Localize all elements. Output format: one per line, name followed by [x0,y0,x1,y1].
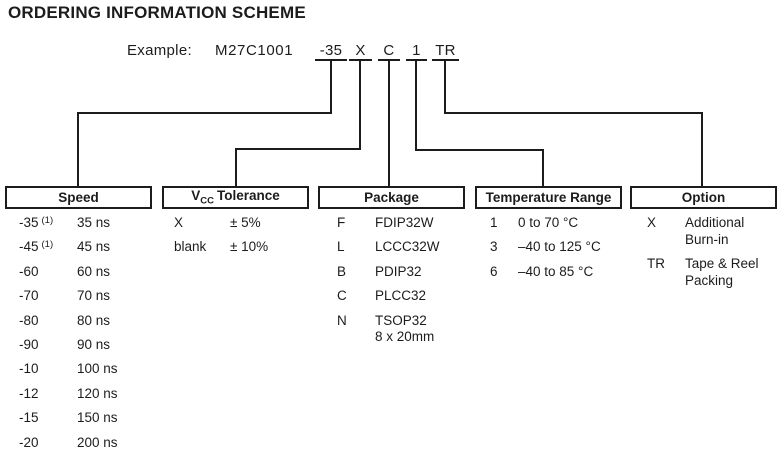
entry-code: -10 [19,361,39,377]
entry-value: –40 to 125 °C [518,239,601,255]
example-code-option: TR [432,42,459,61]
code-entry: blank ± 10% [174,235,324,259]
code-entry: 1 0 to 70 °C [490,211,640,235]
entry-value: 150 ns [77,410,118,426]
entry-code: 1 [490,215,498,230]
entry-value: ± 5% [230,215,261,230]
code-entry: 3 –40 to 125 °C [490,235,640,259]
entry-code: -20 [19,434,39,450]
code-entry: F FDIP32W [337,211,487,235]
page-title: ORDERING INFORMATION SCHEME [8,3,306,22]
entry-code: -15 [19,410,39,426]
entry-value: TSOP32 8 x 20mm [375,312,435,345]
code-entry: -60 60 ns [19,260,169,284]
example-label: Example: [127,42,192,59]
category-box-option: Option [630,186,777,209]
entry-value: ± 10% [230,239,269,255]
code-entry: -12 120 ns [19,382,169,406]
example-code-package: C [378,42,400,61]
code-entry: -45(1) 45 ns [19,235,169,259]
code-entry: N TSOP32 8 x 20mm [337,309,487,346]
footnote-ref: (1) [41,215,54,226]
entry-value: 80 ns [77,312,111,328]
entry-value: PLCC32 [375,288,427,304]
code-entry: 6 –40 to 85 °C [490,260,640,284]
entry-value: FDIP32W [375,215,434,230]
entry-code: -45(1) [19,239,54,255]
example-part-number: M27C1001 [215,42,294,59]
footnote-ref: (1) [41,239,54,251]
entry-code: X [647,215,657,230]
category-box-speed: Speed [5,186,152,209]
entry-code: TR [647,256,665,271]
entry-value: 90 ns [77,336,111,352]
category-list-speed: -35(1) 35 ns -45(1) 45 ns -60 60 ns -70 70 ns -8… [5,211,169,452]
example-code-speed: -35 [315,42,347,61]
entry-value: 0 to 70 °C [518,215,579,230]
category-box-temperature-range: Temperature Range [475,186,622,209]
entry-code: -12 [19,385,39,401]
category-header-package: Package [364,190,419,205]
category-list-temperature-range: 1 0 to 70 °C 3 –40 to 125 °C 6 –40 to 85 °C [475,211,640,284]
entry-value: Additional Burn-in [685,215,745,247]
entry-code: C [337,288,347,304]
entry-value: 60 ns [77,263,111,279]
code-entry: B PDIP32 [337,260,487,284]
code-entry: -70 70 ns [19,284,169,308]
code-entry: -10 100 ns [19,357,169,381]
entry-code: -60 [19,263,39,279]
entry-code: -90 [19,336,39,352]
category-header-speed: Speed [58,190,99,205]
entry-value: 35 ns [77,215,111,230]
entry-code: -70 [19,288,39,304]
code-entry: X Additional Burn-in [647,211,781,248]
entry-code: 6 [490,263,498,279]
entry-value: –40 to 85 °C [518,263,594,279]
entry-code: 3 [490,239,498,255]
entry-value: 70 ns [77,288,111,304]
entry-value: 200 ns [77,434,118,450]
category-header-option: Option [681,190,726,205]
code-entry: -35(1) 35 ns [19,211,169,235]
entry-value: Tape & Reel Packing [685,256,759,288]
entry-value: LCCC32W [375,239,440,255]
code-entry: -90 90 ns [19,333,169,357]
entry-code: blank [174,239,207,255]
entry-code: N [337,312,347,328]
entry-code: -80 [19,312,39,328]
category-list-vcc-tolerance: X ± 5% blank ± 10% [162,211,324,260]
entry-code: B [337,263,347,279]
entry-code: X [174,215,184,230]
code-entry: -15 150 ns [19,406,169,430]
entry-value: 100 ns [77,361,118,377]
entry-code: L [337,239,345,255]
category-header-temperature-range: Temperature Range [485,190,612,205]
example-code-temperature: 1 [406,42,427,61]
entry-code: F [337,215,346,230]
code-entry: -80 80 ns [19,309,169,333]
example-code-vcc-tolerance: X [349,42,372,61]
code-entry: X ± 5% [174,211,324,235]
entry-value: PDIP32 [375,263,422,279]
code-entry: L LCCC32W [337,235,487,259]
category-box-package: Package [318,186,465,209]
entry-code: -35(1) [19,215,54,230]
entry-value: 45 ns [77,239,111,255]
code-entry: TR Tape & Reel Packing [647,252,781,289]
entry-value: 120 ns [77,385,118,401]
code-entry: C PLCC32 [337,284,487,308]
code-entry: -20 200 ns [19,431,169,452]
